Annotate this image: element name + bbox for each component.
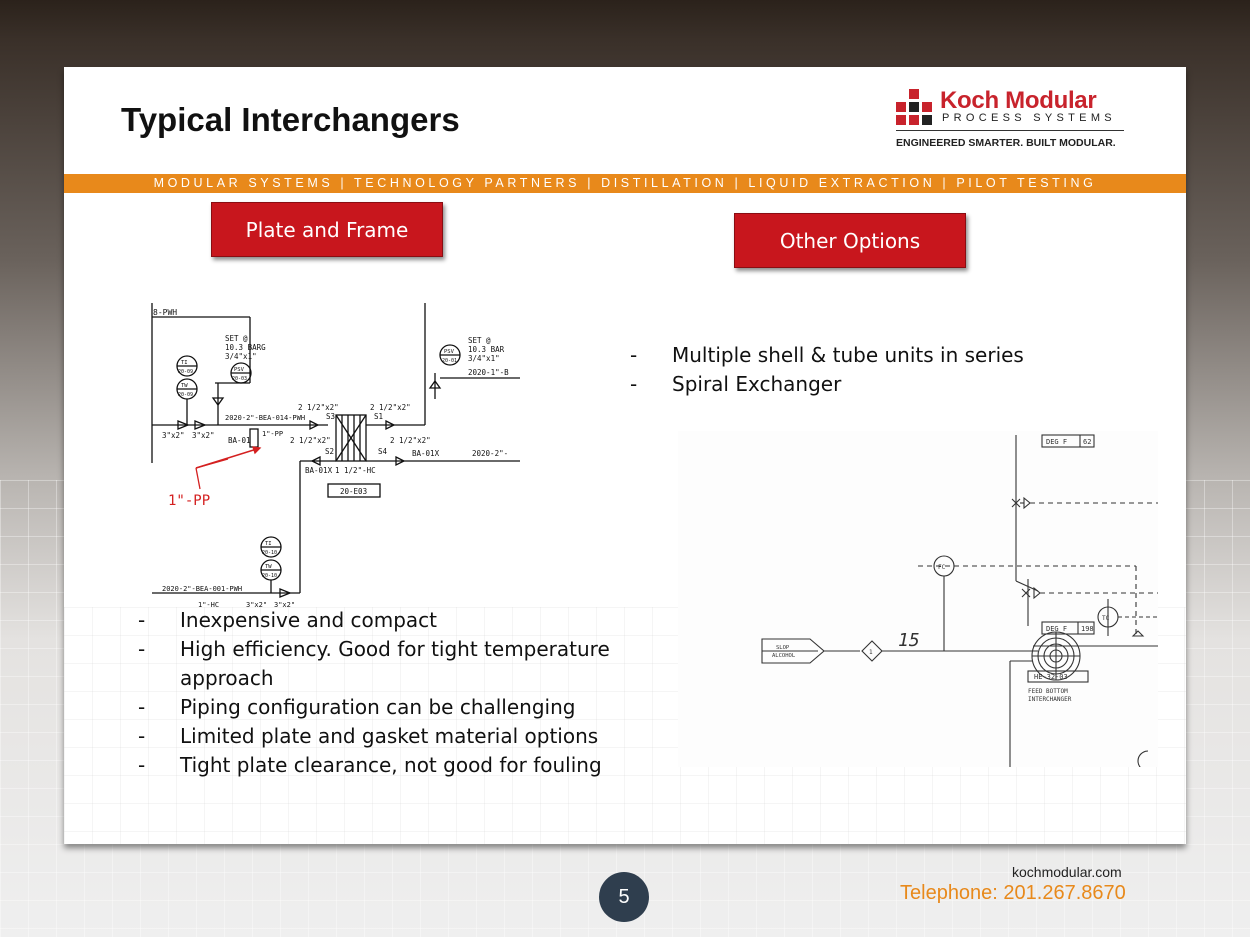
diagram-label: 2020-2"-BEA-014-PWH — [225, 414, 305, 422]
diagram-label: 198 — [1081, 625, 1094, 633]
list-item: -Multiple shell & tube units in series — [630, 343, 1024, 367]
diagram-label: 3/4"x1" — [225, 352, 257, 361]
diagram-label: 20-09 — [178, 392, 193, 398]
diagram-label: 20-E03 — [340, 487, 367, 496]
diagram-label: 2 1/2"x2" — [290, 436, 331, 445]
diagram-label: PSV — [444, 349, 455, 355]
spiral-diagram-background — [678, 431, 1158, 767]
diagram-label: 20-09 — [178, 369, 193, 375]
diagram-label: 2020-2"-BEA-001-PWH — [162, 585, 242, 593]
diagram-label: TI — [181, 360, 188, 366]
diagram-label: 62 — [1083, 438, 1091, 446]
diagram-label: S2 — [325, 447, 334, 456]
list-item: -Spiral Exchanger — [630, 372, 842, 396]
diagram-label: 20-10 — [262, 573, 277, 579]
spiral-exchanger-pid-diagram: DEG F 62 DEG F 198 TC SLOP ALCOHOL 1 15 … — [761, 434, 1158, 767]
diagram-label: 20-03 — [232, 376, 247, 382]
diagram-label: 10.3 BARG — [225, 343, 266, 352]
diagram-label: SLOP — [776, 645, 790, 651]
diagram-label: 1"-HC — [198, 601, 219, 609]
diagram-label: 2 1/2"x2" — [390, 436, 431, 445]
list-item: -Piping configuration can be challenging — [138, 695, 576, 719]
diagram-label: BA-01X — [305, 466, 333, 475]
diagram-label: S1 — [374, 412, 383, 421]
plate-and-frame-button: Plate and Frame — [211, 202, 443, 257]
diagram-label: 8-PWH — [153, 308, 177, 317]
plate-frame-bullet-list: -Inexpensive and compact -High efficienc… — [138, 606, 638, 780]
diagram-label: TC — [1102, 615, 1110, 622]
diagram-label: FEED BOTTOM — [1028, 688, 1068, 695]
diagram-label: SET @ — [225, 334, 248, 343]
diagram-label: DEG F — [1046, 438, 1067, 446]
diagram-label: 2 1/2"x2" — [370, 403, 411, 412]
other-options-button: Other Options — [734, 213, 966, 268]
diagram-label: PSV — [234, 367, 245, 373]
diagram-label: 10.3 BAR — [468, 345, 505, 354]
logo-tagline: ENGINEERED SMARTER. BUILT MODULAR. — [896, 137, 1116, 149]
diagram-label: HE-32-03 — [1034, 673, 1068, 681]
diagram-label: 2020-1"-B — [468, 368, 509, 377]
diagram-label: 3"x2" — [162, 431, 185, 440]
diagram-label: 2 1/2"x2" — [298, 403, 339, 412]
list-item: -High efficiency. Good for tight tempera… — [138, 637, 610, 690]
slide: Typical Interchangers Koch Modular PROCE… — [64, 67, 1186, 844]
logo-divider — [896, 130, 1124, 131]
diagram-label: 1"-PP — [262, 430, 283, 438]
diagram-label: BA-01X — [412, 449, 440, 458]
diagram-label: DEG F — [1046, 625, 1067, 633]
diagram-label: S4 — [378, 447, 388, 456]
phone-number: Telephone: 201.267.8670 — [900, 882, 1126, 904]
diagram-label: SET @ — [468, 336, 491, 345]
logo-subtitle: PROCESS SYSTEMS — [942, 112, 1116, 124]
diagram-label: 1 — [869, 649, 873, 656]
diagram-label: ALCOHOL — [772, 653, 796, 659]
list-item: -Limited plate and gasket material optio… — [138, 724, 599, 748]
diagram-label: 3/4"x1" — [468, 354, 500, 363]
diagram-label: 3"x2" — [192, 431, 215, 440]
diagram-label: BA-01 — [228, 436, 251, 445]
company-logo: Koch Modular PROCESS SYSTEMS ENGINEERED … — [896, 87, 1126, 151]
logo-blocks-icon — [896, 89, 936, 125]
diagram-label: INTERCHANGER — [1028, 696, 1072, 703]
diagram-callout: 1"-PP — [168, 493, 210, 509]
diagram-label: 20-01 — [442, 358, 457, 364]
website-link[interactable]: kochmodular.com — [1012, 864, 1122, 880]
handwritten-note: 15 — [898, 630, 920, 651]
diagram-label: 3"x2" — [274, 601, 295, 609]
list-item: -Tight plate clearance, not good for fou… — [138, 753, 602, 777]
logo-name: Koch Modular — [940, 87, 1097, 114]
services-banner: MODULAR SYSTEMS | TECHNOLOGY PARTNERS | … — [64, 174, 1186, 193]
list-item: -Inexpensive and compact — [138, 608, 438, 632]
slide-title: Typical Interchangers — [121, 101, 460, 138]
diagram-label: 20-10 — [262, 550, 277, 556]
page-number-badge: 5 — [599, 872, 649, 922]
diagram-label: 1 1/2"-HC — [335, 466, 376, 475]
plate-frame-pid-diagram: 8-PWH SET @ 10.3 BARG 3/4"x1" TI 20-09 T… — [151, 303, 520, 609]
diagram-label: TI — [265, 541, 272, 547]
diagram-label: 3"x2" — [246, 601, 267, 609]
diagram-label: TW — [181, 383, 188, 389]
diagram-label: S3 — [326, 412, 335, 421]
diagram-label: 2020-2"- — [472, 449, 508, 458]
diagram-label: FC — [938, 564, 946, 571]
diagram-label: TW — [265, 564, 272, 570]
other-options-bullet-list: -Multiple shell & tube units in series -… — [630, 341, 1090, 399]
